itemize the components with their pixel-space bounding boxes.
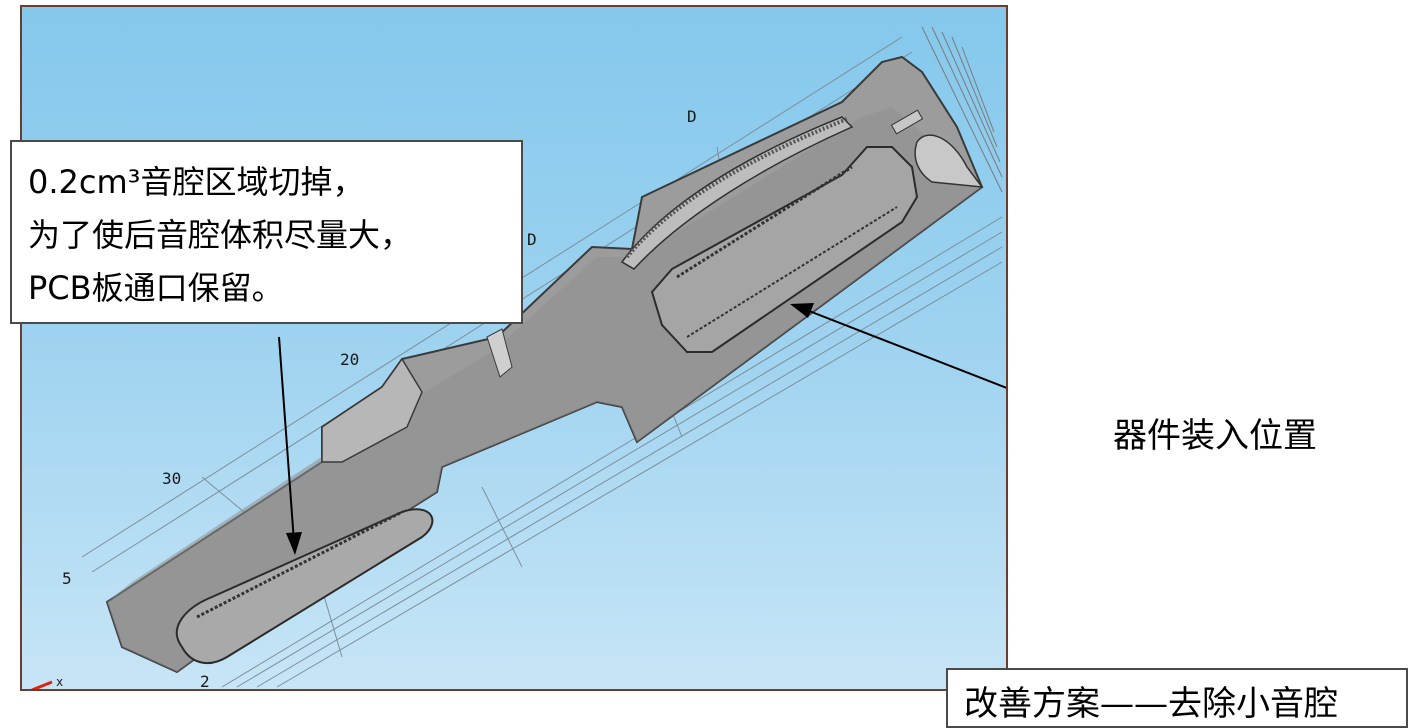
enclosure-part xyxy=(31,26,1003,689)
cad-drawing xyxy=(31,26,1006,689)
callout-line-3: PCB板通口保留。 xyxy=(28,269,284,307)
axis-marker xyxy=(31,680,53,689)
dimension-label-d-mid: D xyxy=(527,230,537,249)
cavity-removal-callout: 0.2cm³音腔区域切掉， 为了使后音腔体积尽量大， PCB板通口保留。 xyxy=(10,140,523,324)
callout-line-1: 0.2cm³音腔区域切掉， xyxy=(28,163,365,201)
dimension-label-30: 30 xyxy=(162,469,182,488)
component-position-label: 器件装入位置 xyxy=(1113,416,1317,456)
dimension-label-2: 2 xyxy=(200,672,210,691)
dimension-label-20: 20 xyxy=(340,350,360,369)
annotation-arrows xyxy=(278,303,1006,555)
dimension-label-d-top: D xyxy=(687,107,697,126)
cad-viewport[interactable]: D D 20 30 5 2 x xyxy=(20,5,1008,691)
callout-line-2: 为了使后音腔体积尽量大， xyxy=(28,216,413,254)
axis-label-x: x xyxy=(56,675,64,689)
solution-label: 改善方案——去除小音腔 xyxy=(946,668,1408,728)
dimension-lines xyxy=(81,36,1003,688)
dimension-label-5: 5 xyxy=(62,569,72,588)
hatch-cap xyxy=(921,26,1003,193)
